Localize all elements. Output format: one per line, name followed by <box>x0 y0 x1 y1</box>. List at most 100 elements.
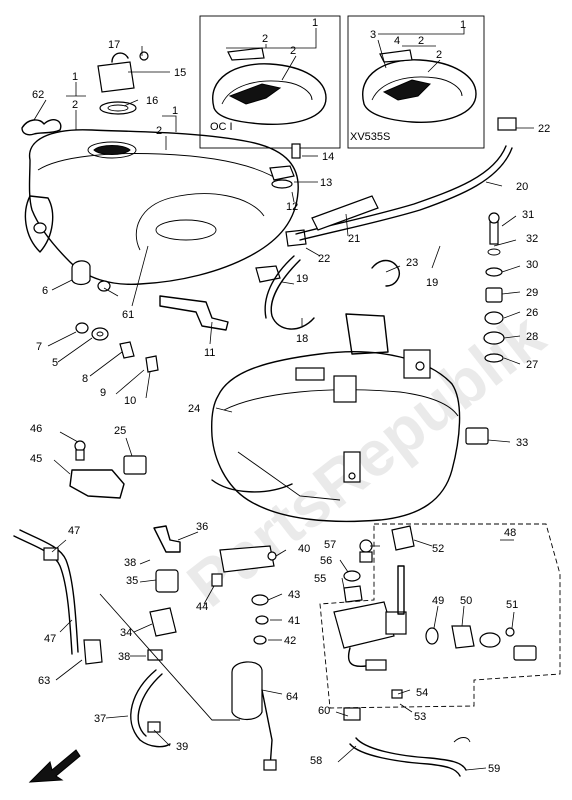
callout-34: 34 <box>120 627 132 639</box>
callout-47: 47 <box>44 633 56 645</box>
callout-40: 40 <box>298 543 310 555</box>
callout-6: 6 <box>42 285 48 297</box>
callout-44: 44 <box>196 601 208 613</box>
callout-29: 29 <box>526 287 538 299</box>
callout-55: 55 <box>314 573 326 585</box>
tank-emblem <box>21 119 62 136</box>
callout-33: 33 <box>516 437 528 449</box>
fuel-tank-lower <box>210 313 489 523</box>
fuel-cock-box <box>319 523 561 709</box>
callout-2: 2 <box>290 45 296 57</box>
callout-2: 2 <box>436 49 442 61</box>
callout-7: 7 <box>36 341 42 353</box>
callout-22: 22 <box>318 253 330 265</box>
variant-label-oc1: OC I <box>210 121 233 133</box>
callout-45: 45 <box>30 453 42 465</box>
callout-41: 41 <box>288 615 300 627</box>
callout-47: 47 <box>68 525 80 537</box>
callout-8: 8 <box>82 373 88 385</box>
callout-10: 10 <box>124 395 136 407</box>
callout-32: 32 <box>526 233 538 245</box>
breather-hose-47 <box>13 529 103 665</box>
callout-52: 52 <box>432 543 444 555</box>
callout-18: 18 <box>296 333 308 345</box>
callout-numbers: 1 1 1 1 2 2 2 2 2 2 3 4 5 6 7 8 9 10 11 … <box>30 17 550 775</box>
callout-28: 28 <box>526 331 538 343</box>
damper-parts <box>483 212 505 363</box>
callout-15: 15 <box>174 67 186 79</box>
callout-37: 37 <box>94 713 106 725</box>
callout-23: 23 <box>406 257 418 269</box>
callout-27: 27 <box>526 359 538 371</box>
callout-2: 2 <box>156 125 162 137</box>
mount-hardware <box>71 260 159 373</box>
fuel-tank-upper <box>24 129 299 285</box>
callout-64: 64 <box>286 691 298 703</box>
callout-46: 46 <box>30 423 42 435</box>
callout-53: 53 <box>414 711 426 723</box>
callout-58: 58 <box>310 755 322 767</box>
fuel-filter <box>147 525 181 661</box>
leader-lines <box>33 28 534 771</box>
callout-22: 22 <box>538 123 550 135</box>
fuel-cock-parts <box>343 525 415 603</box>
callout-38: 38 <box>124 557 136 569</box>
callout-54: 54 <box>416 687 428 699</box>
callout-62: 62 <box>32 89 44 101</box>
side-bracket <box>69 440 147 499</box>
callout-60: 60 <box>318 705 330 717</box>
callout-17: 17 <box>108 39 120 51</box>
callout-19: 19 <box>296 273 308 285</box>
callout-9: 9 <box>100 387 106 399</box>
callout-3: 3 <box>370 29 376 41</box>
callout-11: 11 <box>204 347 215 359</box>
callout-51: 51 <box>506 599 518 611</box>
fuel-hose <box>264 117 517 330</box>
inset-oc1: OC I <box>199 15 341 149</box>
callout-59: 59 <box>488 763 500 775</box>
tank-fittings <box>255 143 307 283</box>
callout-63: 63 <box>38 675 50 687</box>
fuel-pump <box>211 545 277 771</box>
inset-xv535s: XV535S <box>347 15 485 149</box>
callout-16: 16 <box>146 95 158 107</box>
callout-14: 14 <box>322 151 334 163</box>
callout-24: 24 <box>188 403 200 415</box>
callout-1: 1 <box>460 19 466 31</box>
callout-4: 4 <box>394 35 400 47</box>
hose-clamp <box>371 259 400 287</box>
callout-19: 19 <box>426 277 438 289</box>
callout-35: 35 <box>126 575 138 587</box>
callout-25: 25 <box>114 425 126 437</box>
callout-13: 13 <box>320 177 332 189</box>
callout-61: 61 <box>122 309 134 321</box>
callout-2: 2 <box>262 33 268 45</box>
callout-36: 36 <box>196 521 208 533</box>
callout-43: 43 <box>288 589 300 601</box>
watermark: PartsRepublik <box>174 299 558 621</box>
callout-49: 49 <box>432 595 444 607</box>
fuel-hose-37 <box>99 593 240 748</box>
callout-30: 30 <box>526 259 538 271</box>
callout-57: 57 <box>324 539 336 551</box>
callout-42: 42 <box>284 635 296 647</box>
callout-48: 48 <box>504 527 516 539</box>
callout-38: 38 <box>118 651 130 663</box>
callout-26: 26 <box>526 307 538 319</box>
callout-1: 1 <box>172 105 178 117</box>
callout-12: 12 <box>286 201 298 213</box>
fuel-hose-58 <box>343 707 471 777</box>
callout-20: 20 <box>516 181 528 193</box>
callout-5: 5 <box>52 357 58 369</box>
callout-2: 2 <box>72 99 78 111</box>
fuel-cap <box>97 51 149 115</box>
arrow-front-icon <box>28 749 81 783</box>
rear-mount-bracket <box>159 295 229 331</box>
callout-50: 50 <box>460 595 472 607</box>
callout-21: 21 <box>348 233 360 245</box>
variant-label-xv535s: XV535S <box>350 131 390 143</box>
callout-1: 1 <box>312 17 318 29</box>
callout-31: 31 <box>522 209 534 221</box>
callout-56: 56 <box>320 555 332 567</box>
